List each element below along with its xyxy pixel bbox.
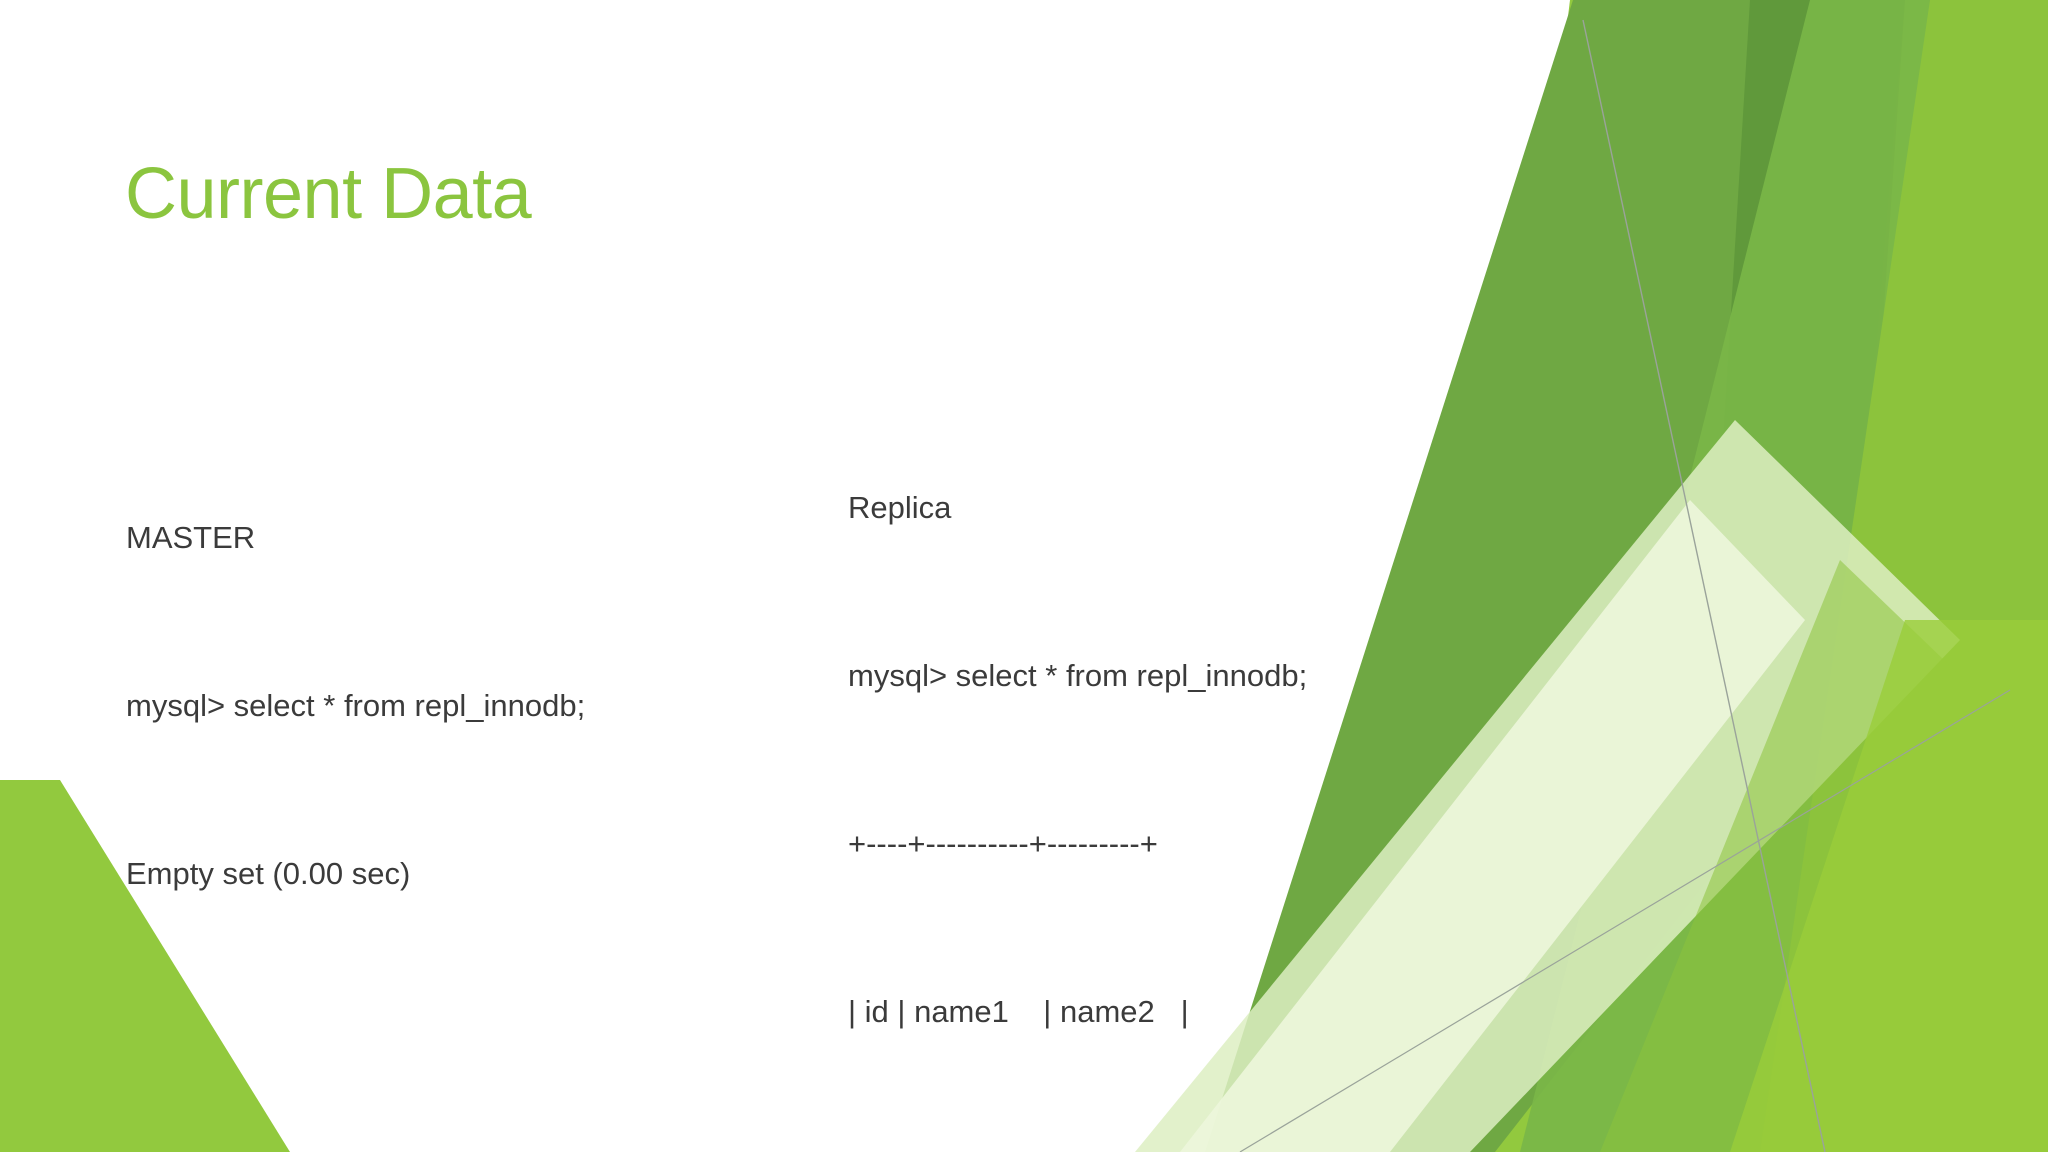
master-column: MASTER mysql> select * from repl_innodb;… [126,230,826,1152]
replica-heading: Replica [848,490,952,525]
replica-heading-block: Replica mysql> select * from repl_innodb… [848,368,1568,1152]
replica-innodb-border-top: +----+----------+---------+ [848,826,1158,861]
master-innodb-result: Empty set (0.00 sec) [126,856,411,891]
replica-column: Replica mysql> select * from repl_innodb… [848,200,1568,1152]
master-innodb-query: mysql> select * from repl_innodb; [126,688,586,723]
replica-innodb-query: mysql> select * from repl_innodb; [848,658,1308,693]
replica-innodb-header-row: | id | name1 | name2 | [848,994,1189,1029]
master-heading: MASTER [126,520,256,555]
master-heading-block: MASTER mysql> select * from repl_innodb;… [126,398,826,1014]
page-title: Current Data [125,154,532,235]
